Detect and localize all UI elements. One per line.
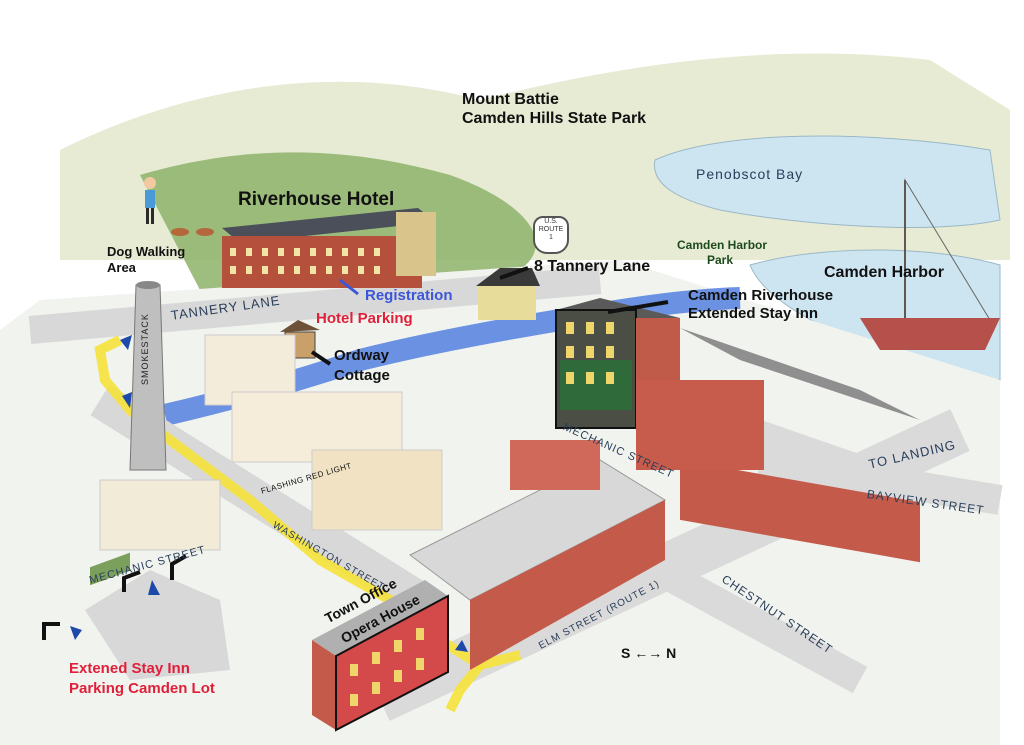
riverhouse-hotel-label: Riverhouse Hotel [238,189,395,210]
ordway-cottage-label-line2: Cottage [334,367,390,384]
camden-riverhouse-label-line1: Camden Riverhouse [688,287,834,304]
route-shield-line3: 1 [549,234,553,241]
smokestack-tower [129,281,167,471]
camden-riverhouse-building [555,298,680,429]
chestnut-street-road [632,546,868,694]
tannery-lane-house [476,268,540,320]
harbor-row-buildings [636,328,920,563]
bayview-road [757,445,1003,515]
riverhouse-hotel-building [222,208,436,288]
town-block-building [409,440,667,670]
extended-parking-label-line2: Parking Camden Lot [69,680,215,697]
camden-harbor-label: Camden Harbor [824,264,945,281]
town-office-building [312,580,449,732]
route-shield-line1: U.S. [544,218,558,225]
penobscot-bay-label: Penobscot Bay [696,166,804,182]
dog-walker-figure [144,177,214,236]
registration-label: Registration [365,287,453,304]
penobscot-bay [653,135,1001,228]
route-highlight [94,335,522,671]
harbor-park-label-line2: Park [707,253,734,267]
camden-riverhouse-label-line2: Extended Stay Inn [688,305,819,322]
dog-walking-label-line1: Dog Walking [107,244,186,259]
route-shield-line2: ROUTE [538,226,564,233]
extended-parking-label-line1: Extened Stay Inn [69,660,190,677]
ordway-cottage-label-line1: Ordway [334,347,390,364]
mount-battie-label: Mount Battie [462,91,559,108]
faded-building-3 [311,449,443,531]
leader-lines [42,266,669,640]
compass-label: S ←→ N [621,645,677,661]
camden-lot [85,570,230,680]
registration-pointer [339,278,359,296]
faded-building-4 [99,479,221,551]
dog-walking-label-line2: Area [107,260,136,275]
direction-arrows [70,335,468,652]
hotel-parking-label: Hotel Parking [316,310,413,327]
us-route-1-shield-icon: U.S. ROUTE 1 [533,216,569,254]
state-park-label: Camden Hills State Park [462,110,647,127]
tannery-lane-8-label: 8 Tannery Lane [534,258,651,275]
sailboat [860,178,1000,350]
harbor-park-label-line1: Camden Harbor [677,238,768,252]
smokestack-label: SMOKESTACK [140,313,150,385]
